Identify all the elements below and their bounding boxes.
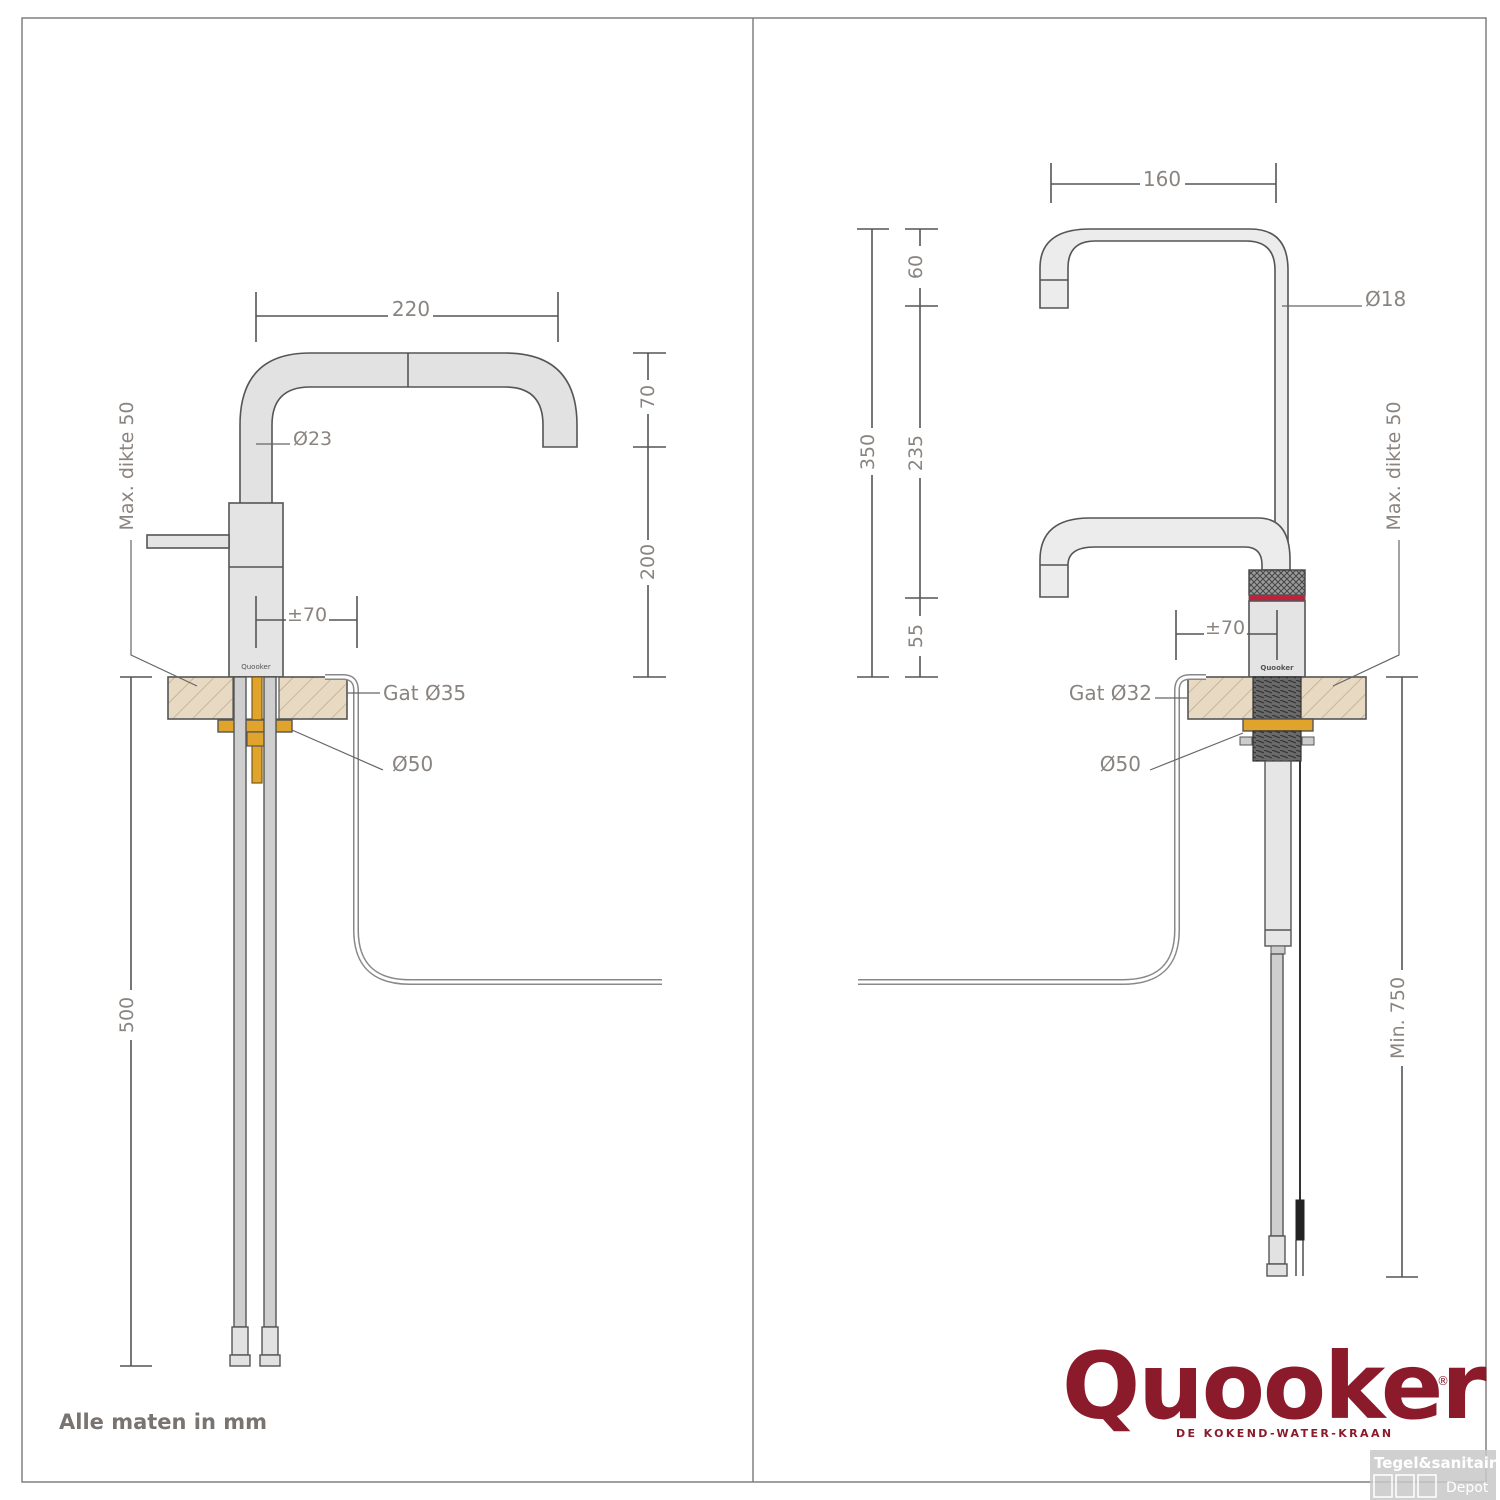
left-spout-diameter: Ø23: [293, 428, 332, 450]
right-lower-tube: [1264, 760, 1292, 947]
right-knurled-ring: [1248, 569, 1306, 596]
right-spout-diameter: Ø18: [1365, 287, 1406, 311]
left-offset-label: ±70: [287, 604, 327, 626]
left-max-thickness: Max. dikte 50: [116, 401, 138, 530]
left-hose-1: [233, 676, 247, 1328]
right-washer-label: Ø50: [1100, 752, 1141, 776]
left-handle: [146, 534, 230, 549]
right-hose: [1270, 953, 1284, 1237]
watermark: Tegel&sanitair Depot: [1370, 1450, 1497, 1500]
logo-wordmark: Quooker: [1062, 1333, 1487, 1440]
left-washer: [217, 719, 293, 733]
right-offset-label: ±70: [1205, 617, 1245, 639]
left-tap-drawing: Quooker 220 70 200: [116, 292, 666, 1367]
left-washer-label: Ø50: [392, 752, 433, 776]
logo-registered-mark: ®: [1437, 1374, 1449, 1388]
right-upper-spout: [1039, 228, 1289, 571]
left-height-top-label: 70: [637, 385, 659, 409]
right-brand-mark: Quooker: [1260, 664, 1294, 672]
right-tap-drawing: Quooker 160 350: [857, 163, 1418, 1278]
left-hose-length-label: 500: [116, 997, 138, 1033]
watermark-line1: Tegel&sanitair: [1374, 1454, 1497, 1472]
right-seg-bottom-label: 55: [905, 624, 927, 648]
right-min-length-label: Min. 750: [1387, 977, 1409, 1059]
right-max-thickness: Max. dikte 50: [1383, 401, 1405, 530]
right-width-label: 160: [1143, 167, 1181, 191]
right-sink-outline: [858, 674, 1206, 985]
left-hose-2: [263, 676, 277, 1328]
sheet-border: [21, 17, 1487, 1483]
quooker-logo: Quooker ® DE KOKEND-WATER-KRAAN: [1062, 1333, 1489, 1440]
left-tap-body: [228, 502, 284, 678]
left-hole-label: Gat Ø35: [383, 681, 466, 705]
right-hole-label: Gat Ø32: [1069, 681, 1152, 705]
left-width-label: 220: [392, 297, 430, 321]
left-sink-outline: [325, 674, 662, 985]
right-threaded-shank: [1252, 676, 1302, 720]
left-brand-mark: Quooker: [241, 663, 271, 671]
right-seg-top-label: 60: [905, 255, 927, 279]
left-height-bottom-label: 200: [637, 544, 659, 580]
right-seg-mid-label: 235: [905, 435, 927, 471]
right-indicator-ring: [1248, 594, 1306, 602]
right-total-height-label: 350: [857, 434, 879, 470]
right-washer: [1242, 718, 1314, 732]
right-lower-spout: [1039, 517, 1291, 598]
units-note: Alle maten in mm: [59, 1410, 267, 1434]
watermark-line2: Depot: [1446, 1480, 1489, 1496]
logo-tagline: DE KOKEND-WATER-KRAAN: [1176, 1427, 1393, 1440]
